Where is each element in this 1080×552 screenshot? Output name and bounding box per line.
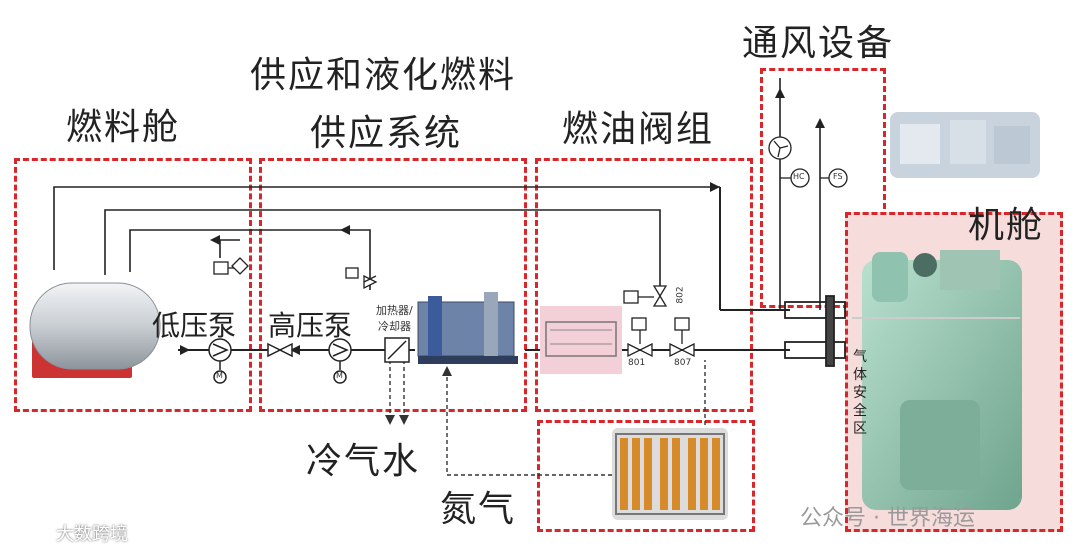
gas-safe-char: 安 — [853, 385, 867, 401]
heater-cooler — [384, 337, 410, 363]
nitrogen-zone — [537, 420, 755, 532]
high-pressure-pump — [328, 338, 352, 384]
nitrogen-label: 氮气 — [440, 489, 517, 530]
fuel-tank-zone — [14, 158, 252, 412]
heater-label-2: 冷却器 — [378, 320, 411, 333]
vent-photo — [890, 112, 1040, 178]
return-lines — [53, 78, 821, 310]
supply-skid — [417, 292, 518, 364]
ventilation-title: 通风设备 — [742, 23, 895, 64]
valve-group-zone — [535, 158, 753, 412]
vent-fan — [768, 136, 848, 188]
fs-label: FS — [833, 172, 843, 181]
fuel-tank-title: 燃料舱 — [66, 107, 181, 148]
relief-valve — [213, 257, 249, 275]
brand-watermark: 大数跨境 — [56, 524, 128, 545]
valve-801-label: 801 — [628, 358, 646, 368]
valve-807-label: 807 — [674, 358, 692, 368]
gas-safe-char: 气 — [853, 349, 867, 365]
low-pump-label: 低压泵 — [152, 309, 237, 342]
flow-arrows — [210, 88, 825, 245]
double-wall-pipe — [784, 295, 846, 367]
supply-system-zone — [259, 158, 527, 412]
cold-water-label: 冷气水 — [306, 441, 421, 482]
engine-room-title: 机舱 — [968, 205, 1045, 246]
engine-drawing — [852, 250, 1022, 510]
valves-group — [623, 285, 695, 358]
supply-title-line2: 供应系统 — [310, 113, 463, 154]
ventilation-zone — [760, 68, 886, 308]
gas-safe-char: 体 — [853, 367, 867, 383]
valve-group-title: 燃油阀组 — [562, 109, 715, 150]
control-valve-supply — [345, 267, 378, 290]
low-pressure-pump — [208, 338, 232, 384]
fuel-tank-drawing — [29, 282, 161, 378]
dashed-lines — [389, 360, 706, 476]
valve-skid — [540, 306, 622, 374]
nitrogen-photo — [612, 428, 728, 520]
gas-safe-char: 全 — [853, 403, 867, 419]
motor-label-2: M — [336, 371, 343, 380]
supply-title-line1: 供应和液化燃料 — [250, 55, 517, 96]
gas-safe-zone-label: 气 体 安 全 区 — [852, 348, 868, 438]
heater-label-1: 加热器/ — [376, 304, 413, 317]
high-pump-label: 高压泵 — [268, 309, 353, 342]
valve-802-label: 802 — [675, 286, 686, 304]
motor-label-1: M — [216, 371, 223, 380]
wechat-watermark: 公众号 · 世界海运 — [800, 506, 975, 531]
hc-label: HC — [793, 172, 805, 181]
gas-safe-char: 区 — [853, 421, 867, 437]
